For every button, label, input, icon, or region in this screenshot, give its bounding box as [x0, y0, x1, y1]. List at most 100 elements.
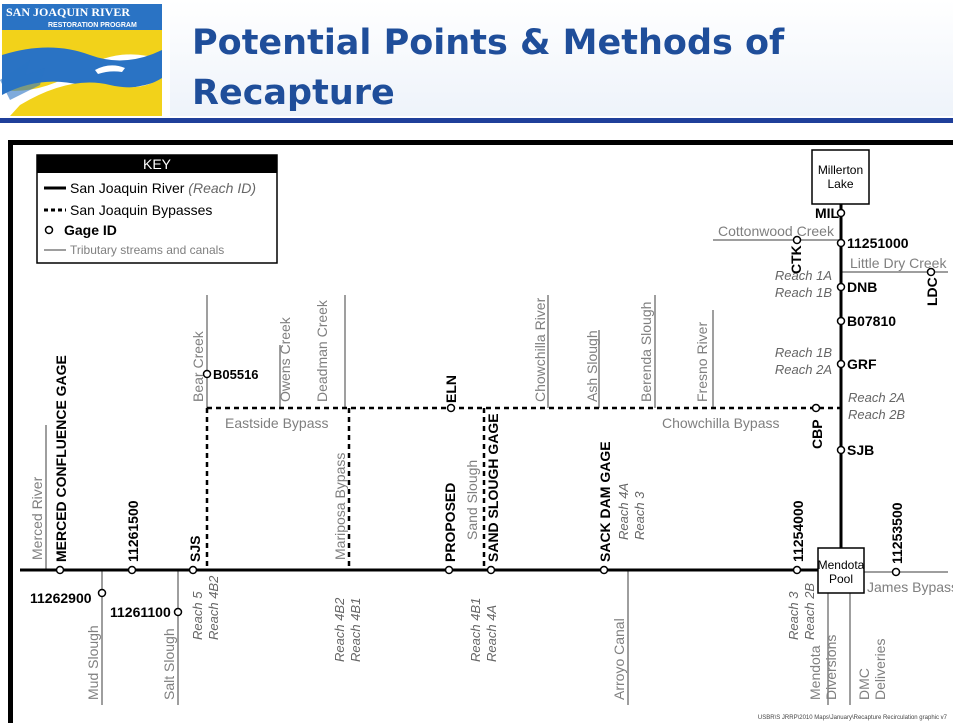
gage-label-grf: GRF — [847, 356, 877, 372]
reach-label-3-mendota: Reach 3 — [786, 591, 801, 640]
mariposa-bypass-label: Mariposa Bypass — [332, 453, 348, 560]
gage-marker-11261100 — [173, 607, 183, 617]
tributary-lines — [45, 239, 948, 705]
millerton-label-2: Lake — [827, 177, 853, 191]
gage-label-eln: ELN — [443, 375, 459, 403]
owens-creek-label: Owens Creek — [277, 316, 293, 402]
deadman-creek-label: Deadman Creek — [314, 299, 330, 402]
river-lines — [20, 204, 843, 572]
reach-label-2a-lower: Reach 2A — [848, 390, 905, 405]
reach-label-4a-sand: Reach 4A — [484, 605, 499, 662]
title-line-2: Recapture — [192, 73, 395, 113]
gage-label-sand-slough: SAND SLOUGH GAGE — [485, 413, 501, 562]
header-background — [160, 0, 953, 116]
millerton-label-1: Millerton — [818, 163, 863, 177]
place-boxes — [811, 149, 870, 594]
gage-label-11261500: 11261500 — [125, 500, 141, 562]
gage-label-11253500: 11253500 — [889, 502, 905, 564]
sand-slough-label: Sand Slough — [464, 460, 480, 540]
reach-label-4b1-mariposa: Reach 4B1 — [348, 598, 363, 662]
gage-marker-b07810 — [836, 316, 846, 326]
gage-label-proposed: PROPOSED — [442, 483, 458, 562]
reach-label-4b2-east: Reach 4B2 — [206, 575, 221, 640]
merced-river-label: Merced River — [29, 476, 45, 560]
gage-marker-11253500 — [891, 567, 901, 577]
gage-marker-dnb — [836, 282, 846, 292]
bypass-lines — [205, 406, 841, 570]
mendota-label-2: Pool — [829, 572, 853, 586]
gage-label-cbp: CBP — [809, 419, 825, 449]
key-legend: KEY San Joaquin River (Reach ID) San Joa… — [36, 154, 278, 264]
page-title: Potential Points & Methods of Recapture — [192, 18, 892, 118]
gage-marker-sjs — [188, 565, 198, 575]
gage-marker-proposed — [444, 565, 454, 575]
gage-marker-b05516 — [202, 369, 212, 379]
dmc-deliveries-label-1: DMC — [856, 668, 872, 700]
title-line-1: Potential Points & Methods of — [192, 23, 785, 63]
reach-label-4b2-mariposa: Reach 4B2 — [332, 597, 347, 662]
gage-label-sjs: SJS — [187, 536, 203, 562]
berenda-slough-label: Berenda Slough — [638, 302, 654, 402]
gage-label-ctk: CTK — [788, 245, 804, 274]
gage-marker-11262900 — [97, 588, 107, 598]
key-title: KEY — [143, 156, 172, 172]
ash-slough-label: Ash Slough — [584, 330, 600, 402]
reach-label-2a: Reach 2A — [775, 362, 832, 377]
reach-label-1b: Reach 1B — [775, 285, 832, 300]
chowchilla-bypass-label: Chowchilla Bypass — [662, 415, 780, 431]
key-bypass-label: San Joaquin Bypasses — [70, 202, 212, 218]
reach-label-2b: Reach 2B — [848, 407, 905, 422]
reach-label-5: Reach 5 — [190, 591, 205, 640]
gage-label-ldc: LDC — [924, 277, 940, 306]
footer-path: USBR\S JRRP\2010 Maps\January\Recapture … — [758, 715, 948, 721]
gage-label-dnb: DNB — [847, 279, 877, 295]
gage-marker-ctk — [792, 235, 802, 245]
dmc-deliveries-label-2: Deliveries — [872, 639, 888, 700]
gage-label-11251000: 11251000 — [847, 235, 909, 251]
gage-label-sack-dam: SACK DAM GAGE — [597, 441, 613, 562]
gage-marker-mil — [836, 208, 846, 218]
gage-label-b07810: B07810 — [847, 313, 896, 329]
gage-label-11262900: 11262900 — [30, 590, 92, 606]
mendota-diversions-label-1: Mendota — [807, 645, 823, 700]
gage-label-merced: MERCED CONFLUENCE GAGE — [53, 355, 69, 562]
key-gage-label: Gage ID — [64, 222, 117, 238]
james-bypass-label: James Bypass — [867, 579, 953, 595]
header-rule — [0, 118, 953, 123]
reach-label-4b1-sand: Reach 4B1 — [468, 598, 483, 662]
stream-labels: Cottonwood Creek Little Dry Creek Chowch… — [29, 223, 953, 700]
gage-marker-sand-slough — [486, 565, 496, 575]
program-logo: SAN JOAQUIN RIVER RESTORATION PROGRAM — [0, 0, 170, 116]
mud-slough-label: Mud Slough — [85, 625, 101, 700]
header: SAN JOAQUIN RIVER RESTORATION PROGRAM Po… — [0, 0, 953, 123]
gage-marker-cbp — [811, 403, 821, 413]
reach-label-3-sack: Reach 3 — [632, 491, 647, 540]
gage-marker-sjb — [836, 445, 846, 455]
gage-marker-11251000 — [836, 238, 846, 248]
gage-label-mil: MIL — [815, 205, 840, 221]
millerton-lake-box — [811, 149, 870, 205]
fresno-river-label: Fresno River — [694, 322, 710, 402]
reach-label-1a: Reach 1A — [775, 268, 832, 283]
reach-label-2b-mendota: Reach 2B — [802, 583, 817, 640]
mendota-label-1: Mendota — [818, 558, 865, 572]
gage-marker-sack-dam — [599, 565, 609, 575]
gage-marker-ldc — [926, 267, 936, 277]
reach-label-4a-sack: Reach 4A — [616, 483, 631, 540]
key-tributary-label: Tributary streams and canals — [70, 243, 224, 257]
gage-label-11261100: 11261100 — [110, 604, 171, 620]
little-dry-creek-label: Little Dry Creek — [850, 255, 947, 271]
key-river-label: San Joaquin River (Reach ID) — [70, 180, 256, 196]
gage-marker-grf — [836, 359, 846, 369]
gage-marker-eln — [446, 403, 456, 413]
gage-label-11254000: 11254000 — [790, 500, 806, 562]
salt-slough-label: Salt Slough — [161, 628, 177, 700]
gage-markers — [55, 208, 936, 617]
gage-marker-11261500 — [127, 565, 137, 575]
reach-label-1b-lower: Reach 1B — [775, 345, 832, 360]
bear-creek-label: Bear Creek — [190, 330, 206, 402]
gage-marker-11254000 — [792, 565, 802, 575]
gage-marker-merced — [55, 565, 65, 575]
logo-text-line2: RESTORATION PROGRAM — [48, 22, 137, 29]
